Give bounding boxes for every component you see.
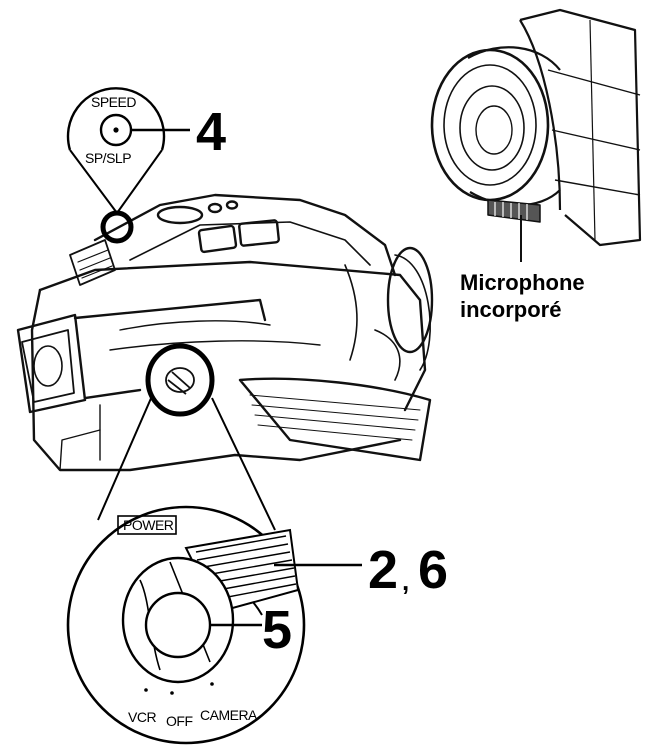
camcorder-body-illustration (16, 193, 434, 472)
microphone-inset-illustration (430, 8, 642, 262)
microphone-label-line2: incorporé (460, 297, 561, 322)
power-label: POWER (123, 517, 174, 533)
callout-number-separator: , (402, 566, 409, 596)
mode-camera-label: CAMERA (200, 707, 258, 723)
microphone-label-line1: Microphone (460, 270, 585, 295)
callout-number-6: 6 (418, 540, 448, 600)
mode-vcr-label: VCR (128, 709, 156, 725)
power-magnifier (66, 395, 362, 745)
speed-label: SPEED (91, 94, 136, 110)
sp-slp-label: SP/SLP (85, 150, 131, 166)
mode-off-label: OFF (166, 713, 193, 729)
callout-number-5: 5 (262, 600, 292, 660)
callout-number-4: 4 (196, 102, 226, 162)
power-switch-small-illustration (165, 367, 195, 395)
callout-number-2: 2 (368, 540, 398, 600)
power-switch-highlight (145, 343, 215, 417)
speed-magnifier (66, 87, 190, 214)
